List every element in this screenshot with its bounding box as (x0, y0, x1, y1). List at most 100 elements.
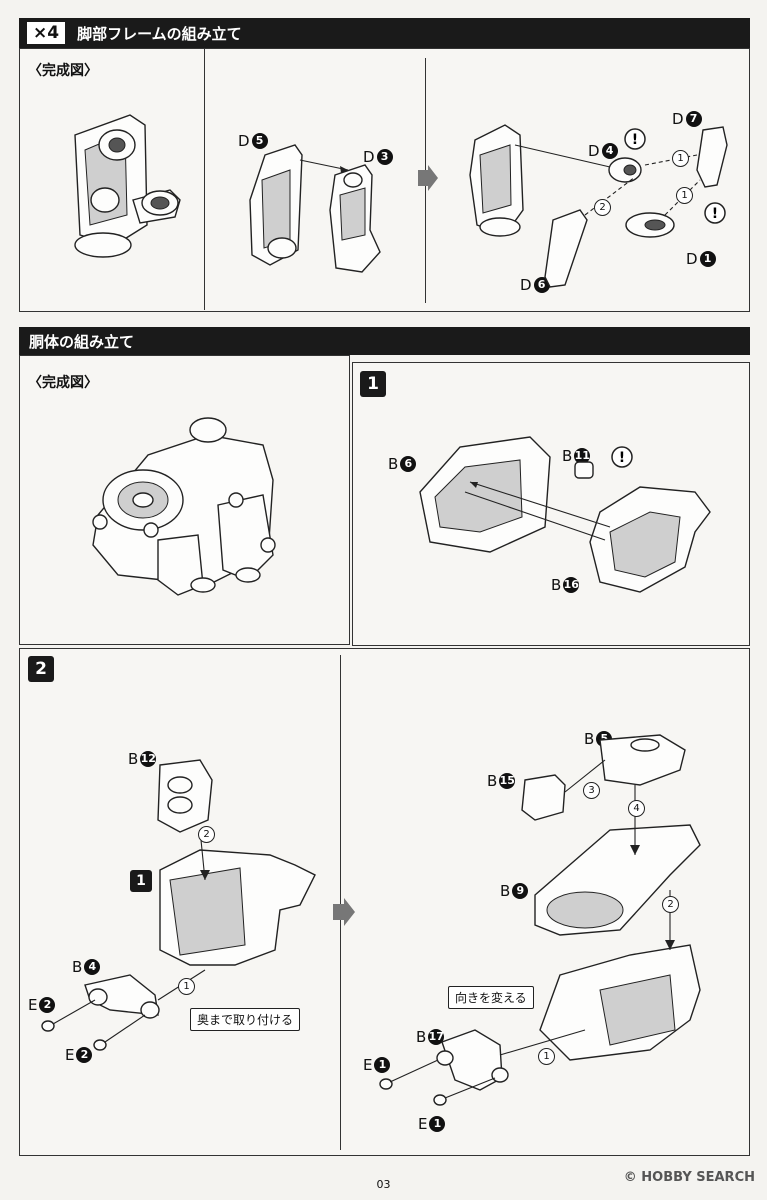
order-number: 4 (628, 800, 645, 817)
torso-step2-left-illustration (41, 759, 316, 1051)
part-letter: B (500, 882, 511, 900)
part-number: 4 (84, 959, 101, 975)
order-number: 3 (583, 782, 600, 799)
part-number: 6 (400, 456, 417, 472)
order-badge-3-right: 3 (583, 782, 600, 799)
callout-insert-fully: 奥まで取り付ける (190, 1008, 301, 1031)
order-number: 1 (672, 150, 689, 167)
order-number: 2 (198, 826, 215, 843)
step-number-2: 2 (28, 656, 54, 682)
part-number: 4 (601, 143, 618, 159)
leg-parts-d5-d3-illustration (249, 144, 381, 273)
part-letter: B (388, 455, 399, 473)
completed-torso-illustration (92, 417, 276, 596)
part-letter: B (584, 730, 595, 748)
order-badge-1a: 1 (672, 150, 689, 167)
part-number: 9 (512, 883, 529, 899)
part-letter: E (418, 1115, 428, 1133)
order-badge-1-left: 1 (178, 978, 195, 995)
torso-step1-illustration: ! (419, 436, 711, 593)
order-badge-2-left: 2 (198, 826, 215, 843)
part-number: 2 (39, 997, 56, 1013)
flow-arrow-icon (418, 165, 438, 191)
ref-step-1: 1 (130, 870, 152, 892)
part-letter: E (65, 1046, 75, 1064)
order-badge-2: 2 (594, 199, 611, 216)
page-number: 03 (376, 1178, 391, 1191)
order-badge-1b: 1 (676, 187, 693, 204)
part-number: 3 (376, 149, 393, 165)
torso-step2-right-illustration (379, 734, 701, 1106)
step-number-1: 1 (360, 371, 386, 397)
part-letter: B (416, 1028, 427, 1046)
order-number: 1 (676, 187, 693, 204)
svg-text:!: ! (712, 206, 718, 222)
svg-text:!: ! (619, 450, 625, 466)
leg-divider-1 (204, 48, 205, 310)
svg-text:!: ! (632, 132, 638, 148)
part-letter: D (588, 142, 600, 160)
part-letter: E (363, 1056, 373, 1074)
order-badge-1-right: 1 (538, 1048, 555, 1065)
order-number: 1 (178, 978, 195, 995)
part-number: 12 (140, 751, 157, 767)
order-badge-4-right: 4 (628, 800, 645, 817)
completed-label: 〈完成図〉 (28, 375, 98, 391)
completed-label: 〈完成図〉 (28, 63, 98, 79)
step2-divider (340, 655, 341, 1150)
flow-arrow-icon (333, 898, 355, 926)
leg-assembly-illustration: ! ! (469, 124, 728, 288)
completed-leg-illustration (74, 114, 181, 258)
order-number: 2 (594, 199, 611, 216)
part-letter: D (672, 110, 684, 128)
section-header-leg-frame: ×4 脚部フレームの組み立て (19, 18, 750, 48)
section-title: 胴体の組み立て (29, 332, 135, 351)
part-number: 1 (429, 1116, 446, 1132)
callout-change-direction: 向きを変える (448, 986, 534, 1009)
section-header-torso: 胴体の組み立て (19, 327, 750, 355)
watermark: © HOBBY SEARCH (623, 1170, 755, 1185)
part-number: 1 (374, 1057, 391, 1073)
part-number: 17 (428, 1029, 445, 1045)
part-number: 11 (574, 448, 591, 464)
part-letter: B (487, 772, 498, 790)
part-number: 7 (685, 111, 702, 127)
part-letter: B (128, 750, 139, 768)
part-number: 6 (533, 277, 550, 293)
part-letter: D (238, 132, 250, 150)
part-number: 2 (76, 1047, 93, 1063)
part-letter: B (551, 576, 562, 594)
part-letter: D (520, 276, 532, 294)
part-number: 1 (699, 251, 716, 267)
order-number: 1 (538, 1048, 555, 1065)
part-letter: E (28, 996, 38, 1014)
section-title: 脚部フレームの組み立て (77, 24, 242, 43)
order-badge-2-right: 2 (662, 896, 679, 913)
part-number: 15 (499, 773, 516, 789)
part-letter: D (363, 148, 375, 166)
part-number: 16 (563, 577, 580, 593)
part-letter: B (72, 958, 83, 976)
part-letter: D (686, 250, 698, 268)
part-letter: B (562, 447, 573, 465)
part-number: 5 (251, 133, 268, 149)
quantity-badge: ×4 (25, 20, 68, 46)
